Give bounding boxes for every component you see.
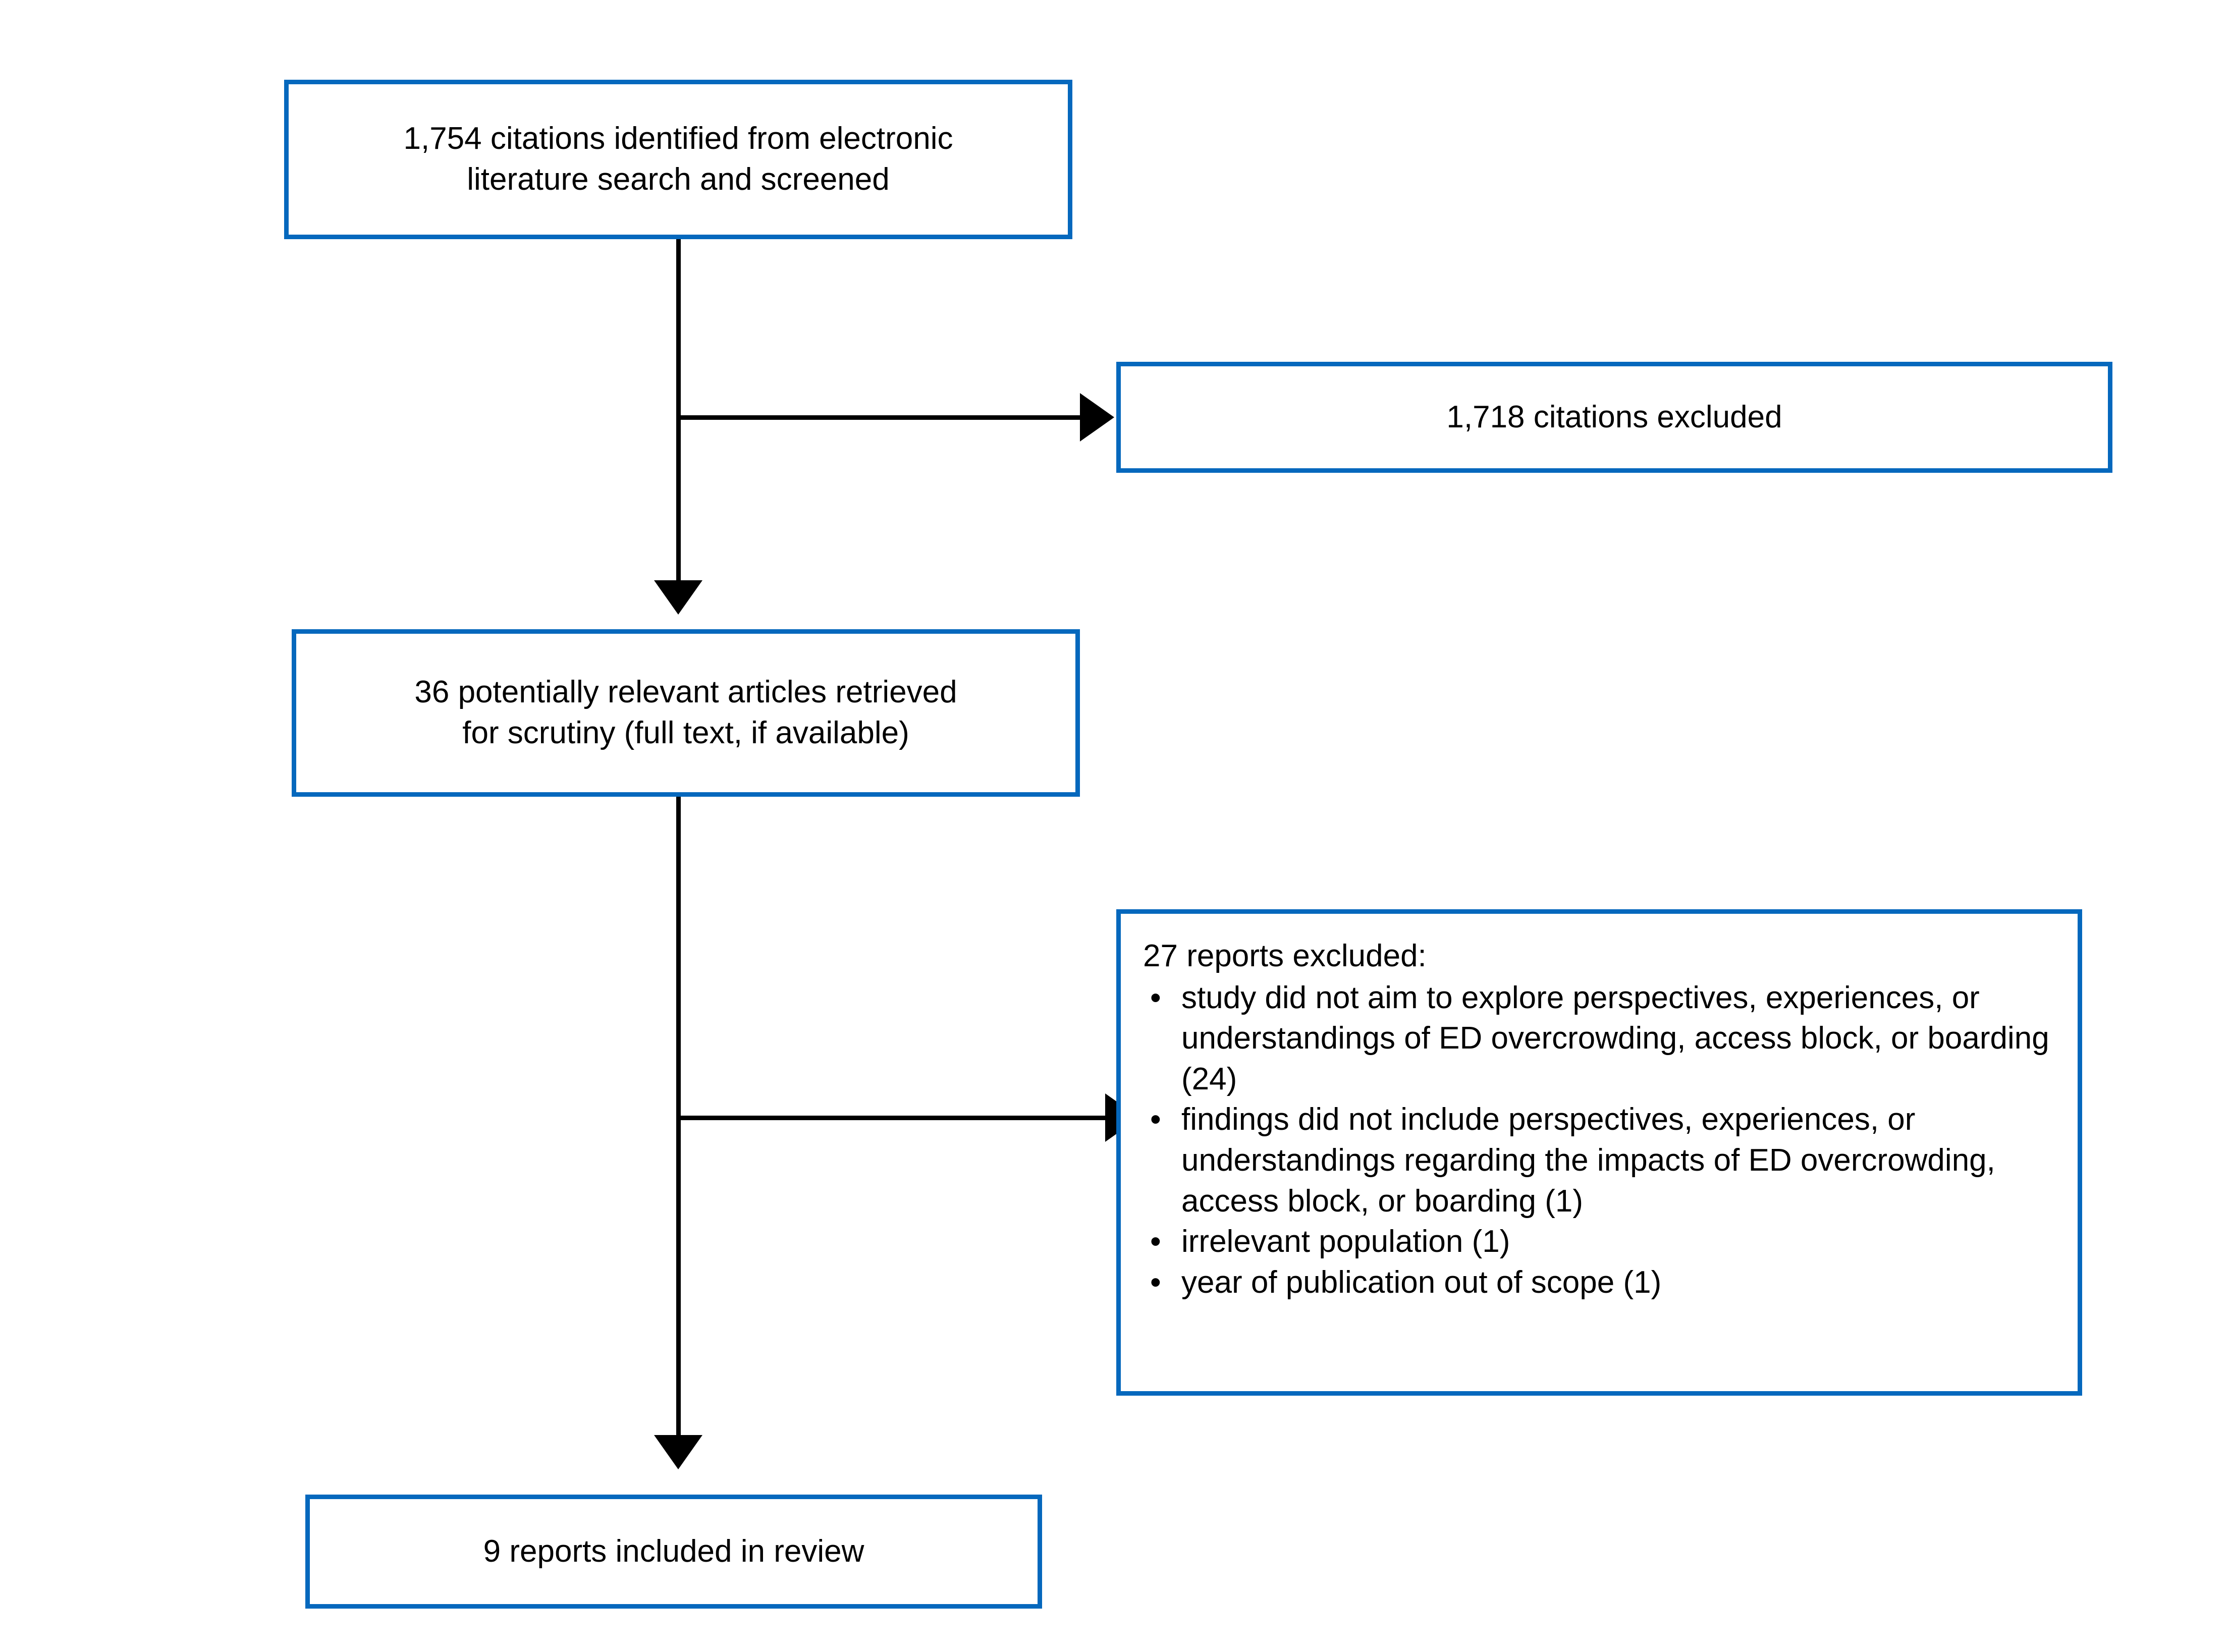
connector-to-reports-excluded [676,1116,1105,1120]
reports-excluded-heading: 27 reports excluded: [1143,939,1427,973]
reports-excluded-reason-item: • findings did not include perspectives, … [1143,1099,2059,1222]
reports-excluded-reason-item: • study did not aim to explore perspectiv… [1143,978,2059,1100]
reports-excluded-reason-text: study did not aim to explore perspective… [1181,980,2049,1096]
connector-to-citations-excluded [676,415,1080,420]
reports-excluded-reason-list: • study did not aim to explore perspectiv… [1143,978,2059,1303]
reports-excluded-reason-item: • irrelevant population (1) [1143,1222,2059,1262]
arrowhead-down-to-retrieved-icon [654,580,702,615]
box-citations-excluded-label: 1,718 citations excluded [1446,399,1782,434]
box-citations-identified-label: 1,754 citations identified from electron… [403,121,953,197]
reports-excluded-reason-item: • year of publication out of scope (1) [1143,1262,2059,1303]
box-articles-retrieved-label: 36 potentially relevant articles retriev… [414,675,957,750]
reports-excluded-reason-text: year of publication out of scope (1) [1181,1264,1662,1300]
box-reports-excluded: 27 reports excluded: • study did not aim … [1116,909,2082,1396]
box-reports-included: 9 reports included in review [305,1495,1042,1609]
bullet-icon: • [1150,980,1161,1015]
box-reports-included-label: 9 reports included in review [483,1533,864,1569]
connector-identified-to-retrieved [676,239,681,580]
reports-excluded-reason-text: findings did not include perspectives, e… [1181,1102,1995,1219]
arrowhead-down-to-included-icon [654,1435,702,1469]
reports-excluded-reason-text: irrelevant population (1) [1181,1224,1510,1259]
box-citations-identified: 1,754 citations identified from electron… [284,80,1072,239]
bullet-icon: • [1150,1102,1161,1137]
bullet-icon: • [1150,1224,1161,1259]
bullet-icon: • [1150,1264,1161,1300]
box-citations-excluded: 1,718 citations excluded [1116,362,2112,473]
arrowhead-right-to-citations-excluded-icon [1080,393,1114,442]
box-articles-retrieved: 36 potentially relevant articles retriev… [292,629,1080,797]
